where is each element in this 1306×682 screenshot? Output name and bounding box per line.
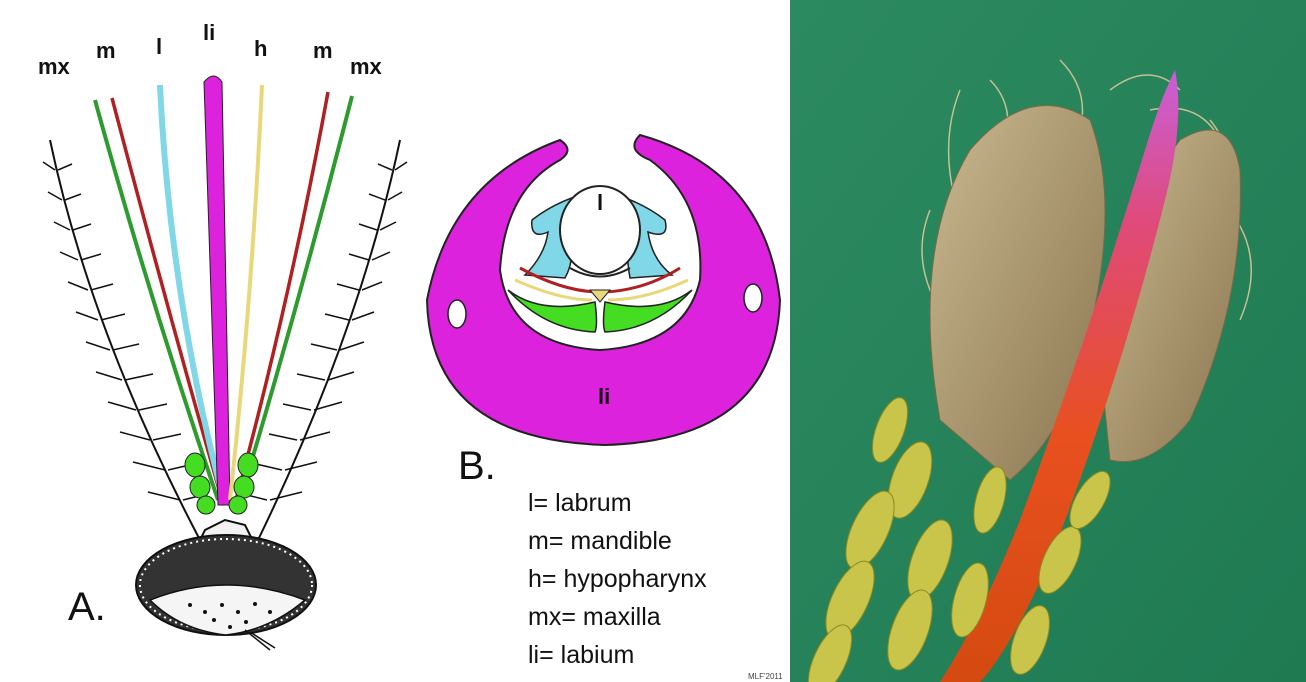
- label-h: h: [254, 36, 267, 62]
- panel-a-label: A.: [68, 585, 106, 630]
- cross-section-label-l: l: [597, 190, 603, 216]
- label-m-left: m: [96, 38, 116, 64]
- legend-item: l= labrum: [528, 484, 707, 522]
- label-l: l: [156, 34, 162, 60]
- legend-item: h= hypopharynx: [528, 560, 707, 598]
- legend: l= labrum m= mandible h= hypopharynx mx=…: [528, 484, 707, 674]
- legend-item: li= labium: [528, 636, 707, 674]
- sem-photo: [790, 0, 1306, 682]
- legend-item: m= mandible: [528, 522, 707, 560]
- label-li: li: [203, 20, 215, 46]
- panel-b-label: B.: [458, 444, 496, 489]
- head: [136, 520, 316, 650]
- legend-item: mx= maxilla: [528, 598, 707, 636]
- label-m-right: m: [313, 38, 333, 64]
- label-mx-left: mx: [38, 54, 70, 80]
- cross-section-label-li: li: [598, 384, 610, 410]
- diagram-panel: mx m l li h m mx A. B. l li l= labrum m=…: [0, 0, 790, 682]
- credit: MLF'2011: [748, 672, 783, 681]
- label-mx-right: mx: [350, 54, 382, 80]
- sem-photo-illustration: [790, 0, 1306, 682]
